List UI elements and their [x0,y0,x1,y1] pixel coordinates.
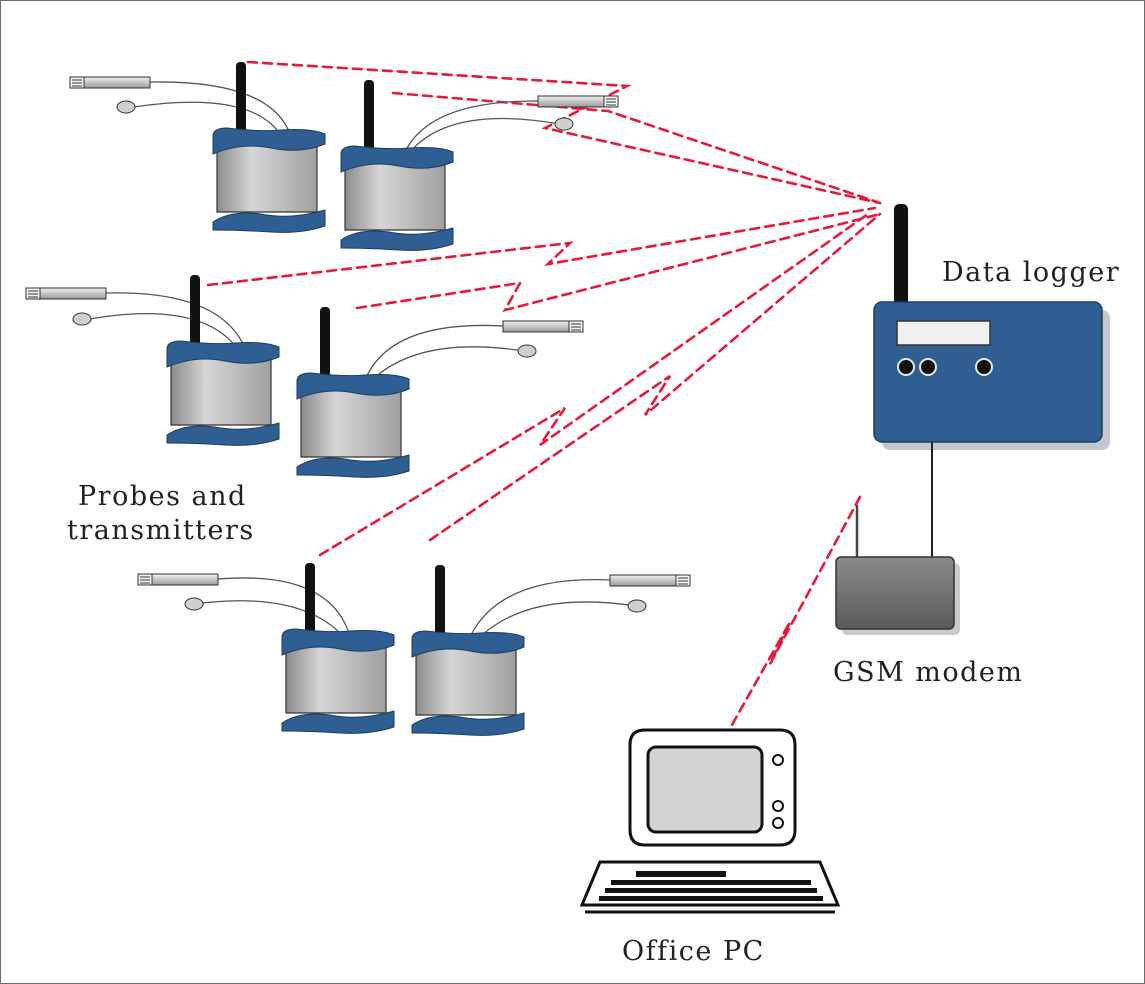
transmitter-icon [281,562,395,735]
office-pc-icon [579,728,841,914]
transmitter-icon [411,564,525,737]
radio-link [428,212,882,542]
radio-link [700,495,862,780]
probe-icon [137,573,219,611]
transmitter-icon [212,61,326,234]
radio-link [355,212,882,313]
probes-label-line1: Probes and [78,481,247,512]
radio-link [246,60,882,205]
radio-link [206,206,877,287]
transmitter-icon [296,306,410,479]
probe-icon [609,574,691,613]
probes-label-line2: transmitters [67,515,255,546]
office-pc-label: Office PC [622,936,765,967]
gsm-modem-icon [835,505,960,635]
radio-link [391,91,882,205]
probe-icon [25,287,107,326]
gsm-modem-label: GSM modem [833,657,1024,688]
radio-link [318,212,870,557]
probe-icon [69,76,151,114]
data-logger-icon [873,204,1110,450]
transmitter-icon [340,79,454,252]
data-logger-label: Data logger [942,257,1120,288]
probe-icon [502,320,584,358]
